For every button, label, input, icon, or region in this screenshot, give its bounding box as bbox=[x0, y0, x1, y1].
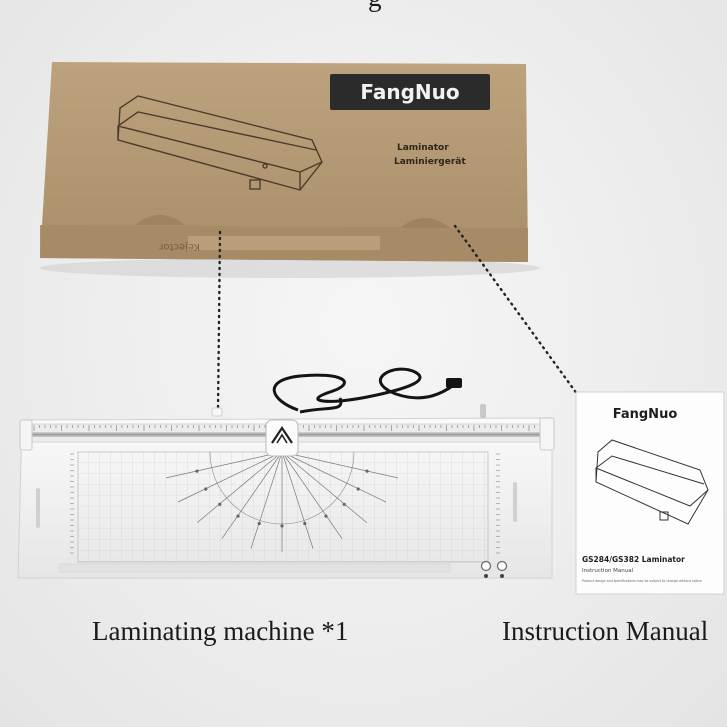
manual-subtitle: Instruction Manual bbox=[582, 568, 634, 574]
manual-fine-print: Product design and specifications may be… bbox=[582, 579, 702, 583]
cutting-grid bbox=[77, 451, 489, 563]
clipped-heading-glyph: g bbox=[368, 0, 382, 13]
box-product-label: Laminator bbox=[397, 143, 449, 153]
rail-ruler bbox=[33, 425, 541, 431]
cutter-logo-icon bbox=[271, 426, 293, 444]
box-logo-plate bbox=[330, 74, 490, 110]
manual-laminator-illustration bbox=[595, 439, 709, 525]
manual-brand-logo: FangNuo bbox=[613, 407, 678, 422]
laminating-slot bbox=[59, 563, 451, 573]
laminating-machine bbox=[17, 404, 555, 579]
box-product-label-de: Laminiergerät bbox=[394, 157, 466, 167]
pointer-to-manual bbox=[453, 224, 582, 400]
cutter-slider[interactable] bbox=[265, 419, 299, 457]
manual-cover bbox=[575, 391, 725, 595]
box-front-face bbox=[40, 62, 528, 262]
right-slot bbox=[513, 482, 517, 522]
box-brand-logo: FangNuo bbox=[360, 80, 459, 104]
power-cord bbox=[272, 367, 462, 414]
side-rulers bbox=[70, 453, 500, 554]
manual-caption: Instruction Manual bbox=[502, 616, 709, 646]
machine-caption: Laminating machine *1 bbox=[92, 616, 349, 646]
pointer-to-machine bbox=[216, 230, 222, 412]
cardboard-box: Kejector FangNuo Laminator Laminiergerät bbox=[40, 62, 540, 278]
power-button[interactable] bbox=[480, 560, 492, 572]
box-side-text: Kejector bbox=[158, 241, 200, 252]
dotted-pointers bbox=[216, 224, 582, 412]
angle-guide bbox=[166, 451, 398, 552]
instruction-manual: FangNuo GS284/GS382 Laminator Instructio… bbox=[575, 391, 725, 595]
mode-button[interactable] bbox=[496, 560, 508, 572]
manual-model: GS284/GS382 Laminator bbox=[582, 555, 685, 564]
box-laminator-illustration bbox=[117, 95, 323, 191]
left-slot bbox=[36, 488, 40, 528]
